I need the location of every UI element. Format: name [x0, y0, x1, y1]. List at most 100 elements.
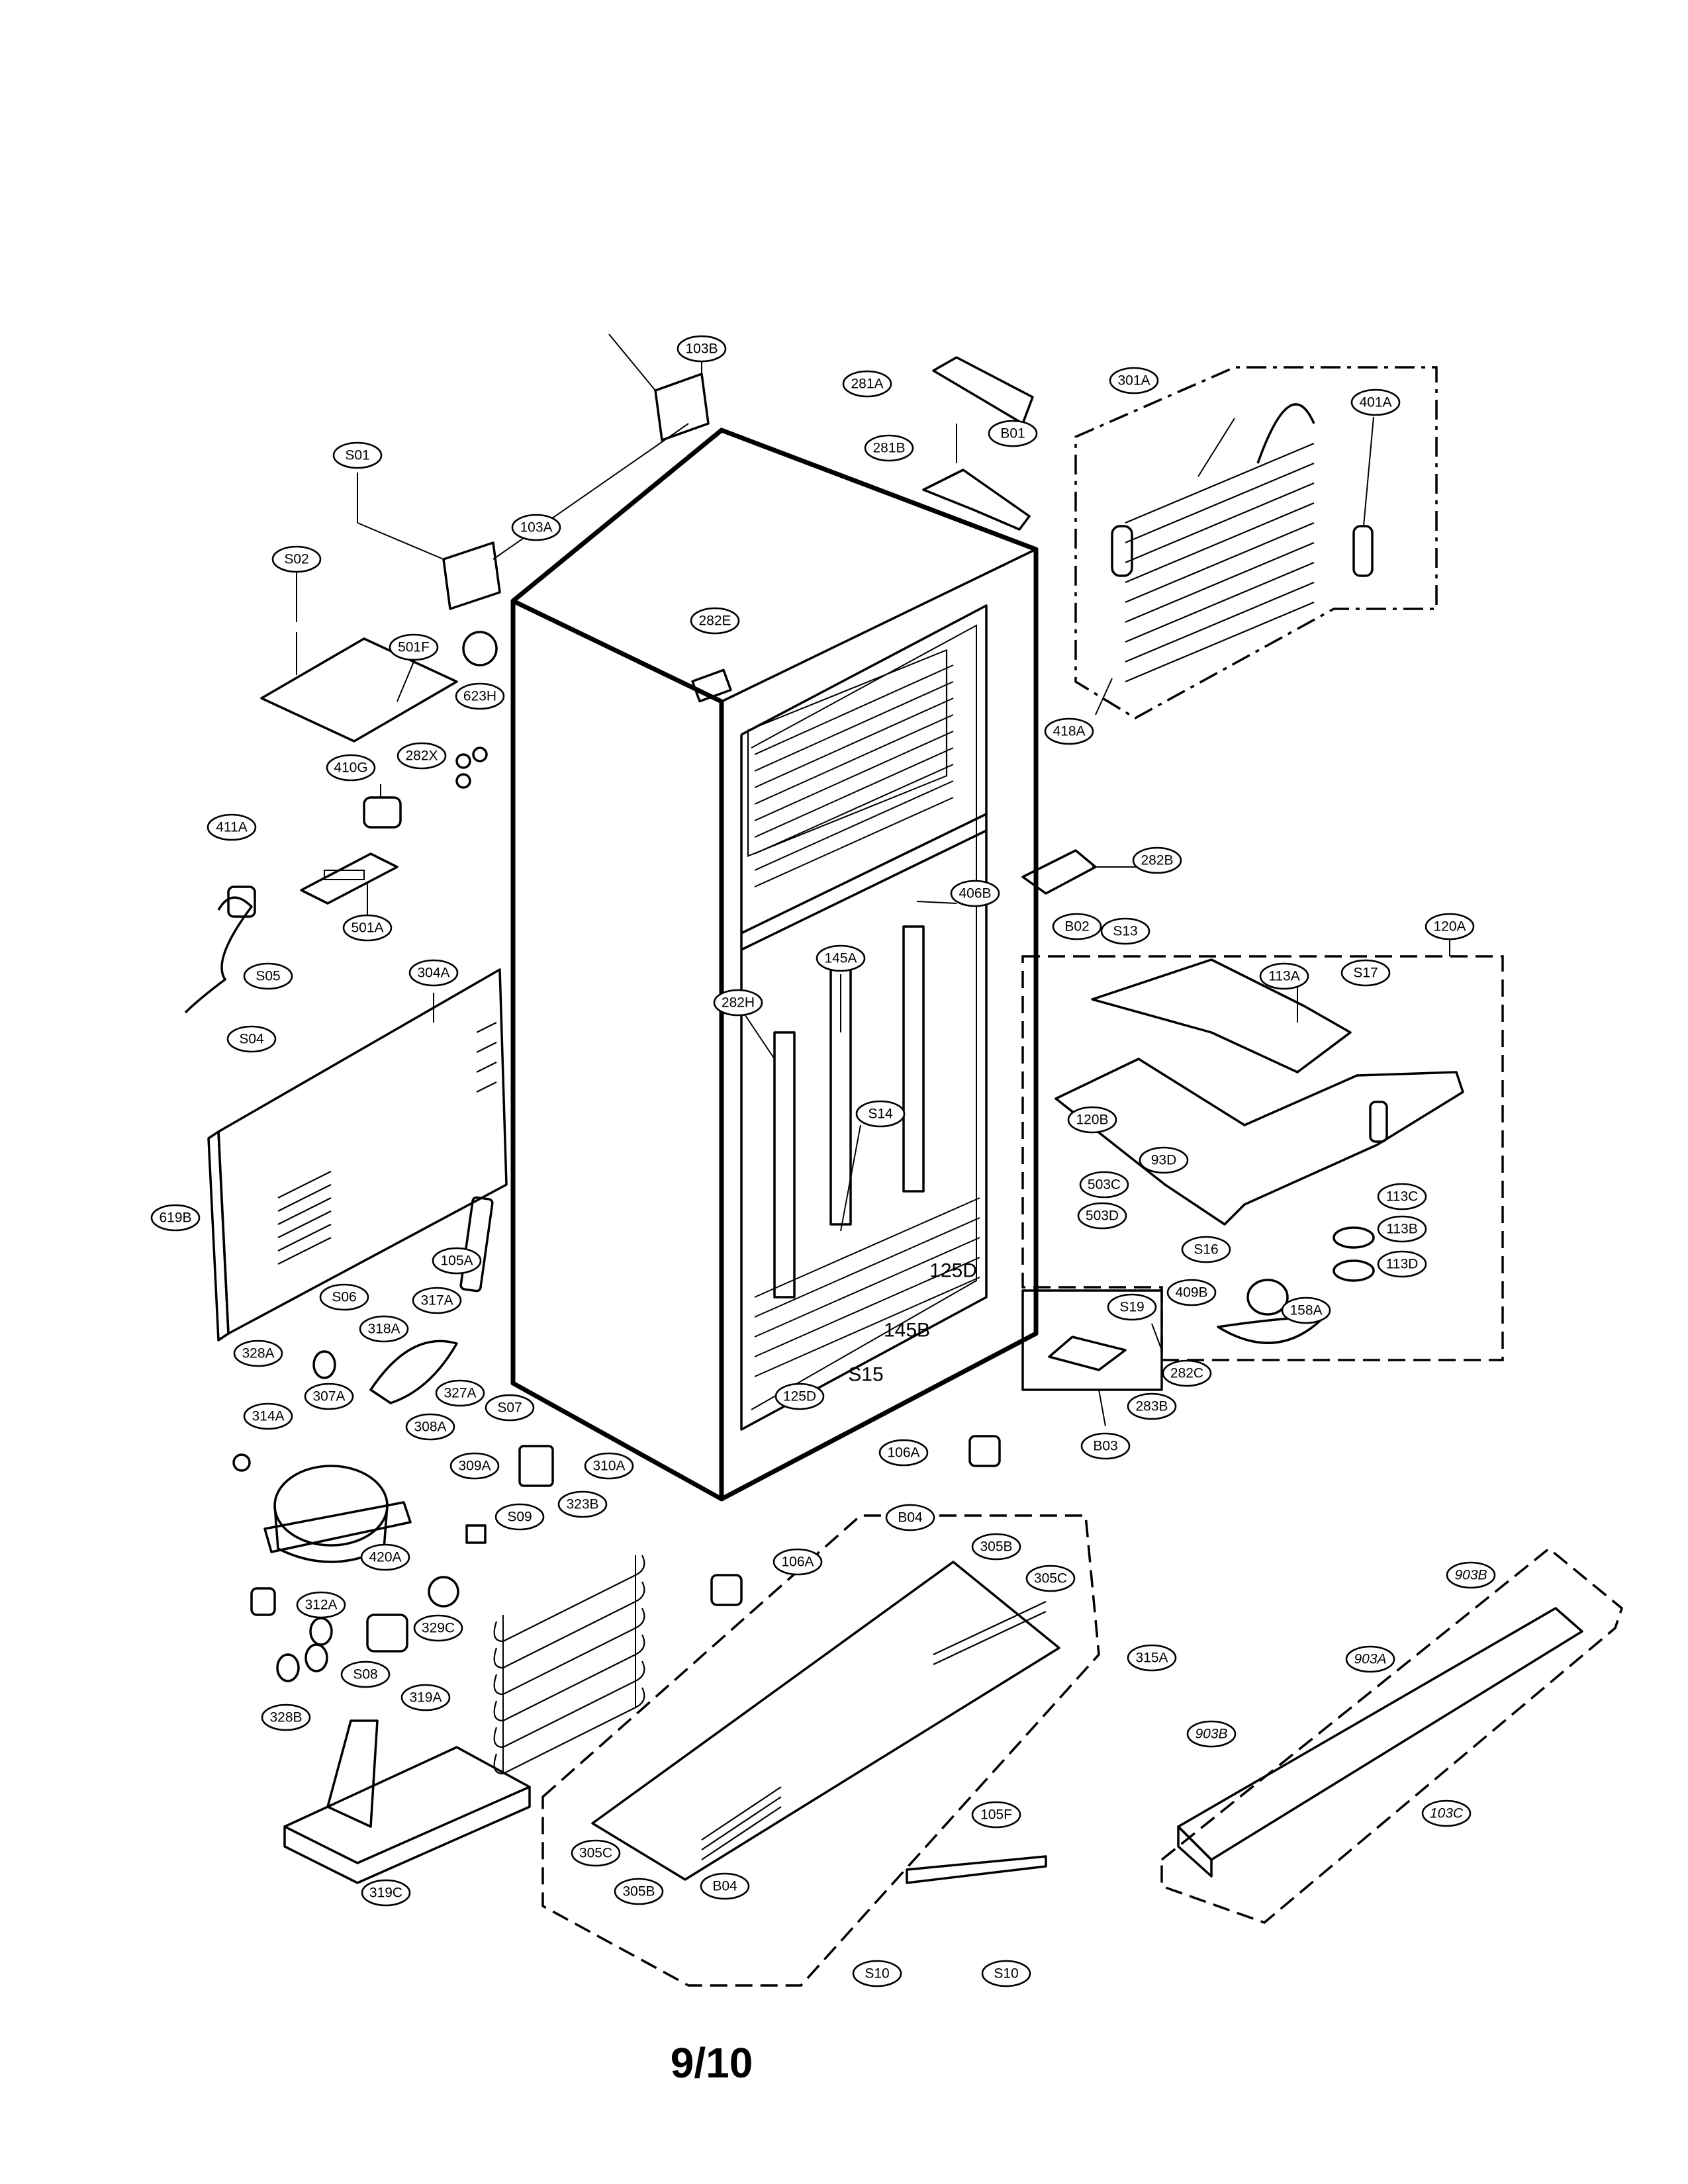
- callout-103c: 103C: [1421, 1799, 1472, 1827]
- callout-label: 308A: [414, 1420, 446, 1435]
- callout-label: B02: [1064, 919, 1089, 934]
- callout-label: 310A: [592, 1459, 625, 1474]
- callout-label: S08: [353, 1667, 377, 1682]
- callout-bubble: [1377, 1183, 1427, 1210]
- callout-label: 120A: [1433, 919, 1466, 934]
- callout-label: 903A: [1354, 1652, 1386, 1667]
- callout-420a: 420A: [360, 1543, 410, 1571]
- callout-bubble: [1162, 1359, 1212, 1387]
- callout-s13: S13: [1100, 917, 1150, 945]
- callout-bubble: [700, 1872, 750, 1900]
- callout-label: S16: [1194, 1242, 1218, 1257]
- callout-314a: 314A: [243, 1402, 293, 1430]
- callout-103a: 103A: [511, 514, 561, 541]
- callout-s10: S10: [981, 1960, 1031, 1987]
- condenser-323B: [493, 1555, 645, 1775]
- callout-bubble: [511, 514, 561, 541]
- callout-bubble: [1052, 913, 1102, 940]
- callout-619b: 619B: [150, 1204, 201, 1232]
- callout-106a: 106A: [878, 1439, 929, 1467]
- callout-label: 619B: [159, 1210, 191, 1226]
- callout-label: 305C: [579, 1846, 612, 1861]
- callout-s09: S09: [494, 1503, 545, 1531]
- callout-label: 327A: [444, 1386, 476, 1401]
- hinge-cover-103B: [608, 334, 710, 441]
- callout-bubble: [677, 335, 727, 363]
- callout-bubble: [342, 914, 393, 942]
- callout-bubble: [332, 441, 383, 469]
- callout-bubble: [1139, 1146, 1189, 1174]
- callout-bubble: [435, 1379, 485, 1407]
- callout-label: 145A: [824, 951, 857, 966]
- callout-308a: 308A: [405, 1413, 455, 1441]
- compressor-307A: [232, 1453, 412, 1616]
- callout-bubble: [1077, 1202, 1127, 1230]
- callout-bubble: [455, 682, 505, 710]
- ice-bin-120B: [1055, 958, 1464, 1226]
- callout-bubble: [150, 1204, 201, 1232]
- callout-418a: 418A: [1044, 717, 1094, 745]
- callout-406b: 406B: [950, 880, 1000, 907]
- callout-282c: 282C: [1162, 1359, 1212, 1387]
- callout-label: S07: [497, 1400, 522, 1416]
- callout-312a: 312A: [296, 1591, 346, 1619]
- callout-label: 301A: [1117, 373, 1150, 388]
- callout-bubble: [304, 1383, 354, 1410]
- callout-label: 145B: [884, 1320, 930, 1342]
- callout-327a: 327A: [435, 1379, 485, 1407]
- callout-label: 305B: [622, 1884, 655, 1899]
- base-plate-315A-box: [541, 1514, 1100, 1987]
- callout-282x: 282X: [397, 742, 447, 770]
- callout-label: 125D: [783, 1389, 816, 1404]
- callout-bubble: [773, 1548, 823, 1576]
- callout-bubble: [1259, 962, 1309, 990]
- callout-label: 410G: [334, 760, 367, 776]
- callout-label: S04: [239, 1032, 264, 1047]
- callout-bubble: [397, 742, 447, 770]
- callout-bubble: [360, 1543, 410, 1571]
- callout-bubble: [1109, 367, 1159, 394]
- callout-label: 113B: [1386, 1222, 1418, 1237]
- callout-s17: S17: [1340, 959, 1391, 987]
- callout-s07: S07: [485, 1394, 535, 1422]
- callout-s04: S04: [226, 1025, 277, 1053]
- callout-bubble: [413, 1614, 463, 1642]
- callout-bubble: [243, 1402, 293, 1430]
- callout-label: 623H: [463, 689, 496, 704]
- callout-label: 317A: [420, 1293, 453, 1308]
- callout-label: 120B: [1076, 1113, 1108, 1128]
- callout-bubble: [1340, 959, 1391, 987]
- callout-s10: S10: [852, 1960, 902, 1987]
- bracket-310A: [465, 1445, 554, 1544]
- callout-bubble: [1100, 917, 1150, 945]
- callout-b04: B04: [885, 1504, 935, 1531]
- drain-pan-319A: [283, 1719, 531, 1884]
- cabinet: [510, 428, 1039, 1502]
- callout-bubble: [1107, 1293, 1157, 1321]
- callout-bubble: [1377, 1250, 1427, 1278]
- callout-bubble: [1067, 1106, 1117, 1134]
- callout-label: S05: [256, 969, 280, 984]
- callout-281b: 281B: [864, 434, 914, 462]
- callout-label: 305C: [1034, 1571, 1067, 1586]
- callout-bubble: [389, 633, 439, 661]
- callout-282e: 282E: [690, 607, 740, 635]
- callout-120b: 120B: [1067, 1106, 1117, 1134]
- callout-label: 281A: [851, 377, 883, 392]
- callout-label: 282X: [405, 749, 438, 764]
- callout-bubble: [713, 989, 763, 1017]
- callout-903b: 903B: [1446, 1561, 1496, 1589]
- callout-bubble: [271, 545, 322, 573]
- callout-bubble: [359, 1315, 409, 1343]
- callout-label: S14: [868, 1107, 893, 1122]
- callout-305c: 305C: [1025, 1565, 1076, 1592]
- callout-label: 329C: [422, 1621, 455, 1636]
- support-105F: [906, 1855, 1047, 1884]
- callout-bubble: [1127, 1644, 1177, 1672]
- callout-label: S06: [332, 1290, 356, 1305]
- callout-label: S19: [1119, 1300, 1144, 1315]
- callout-s14: S14: [855, 1100, 906, 1128]
- callout-317a: 317A: [412, 1287, 462, 1314]
- callout-282b: 282B: [1132, 846, 1182, 874]
